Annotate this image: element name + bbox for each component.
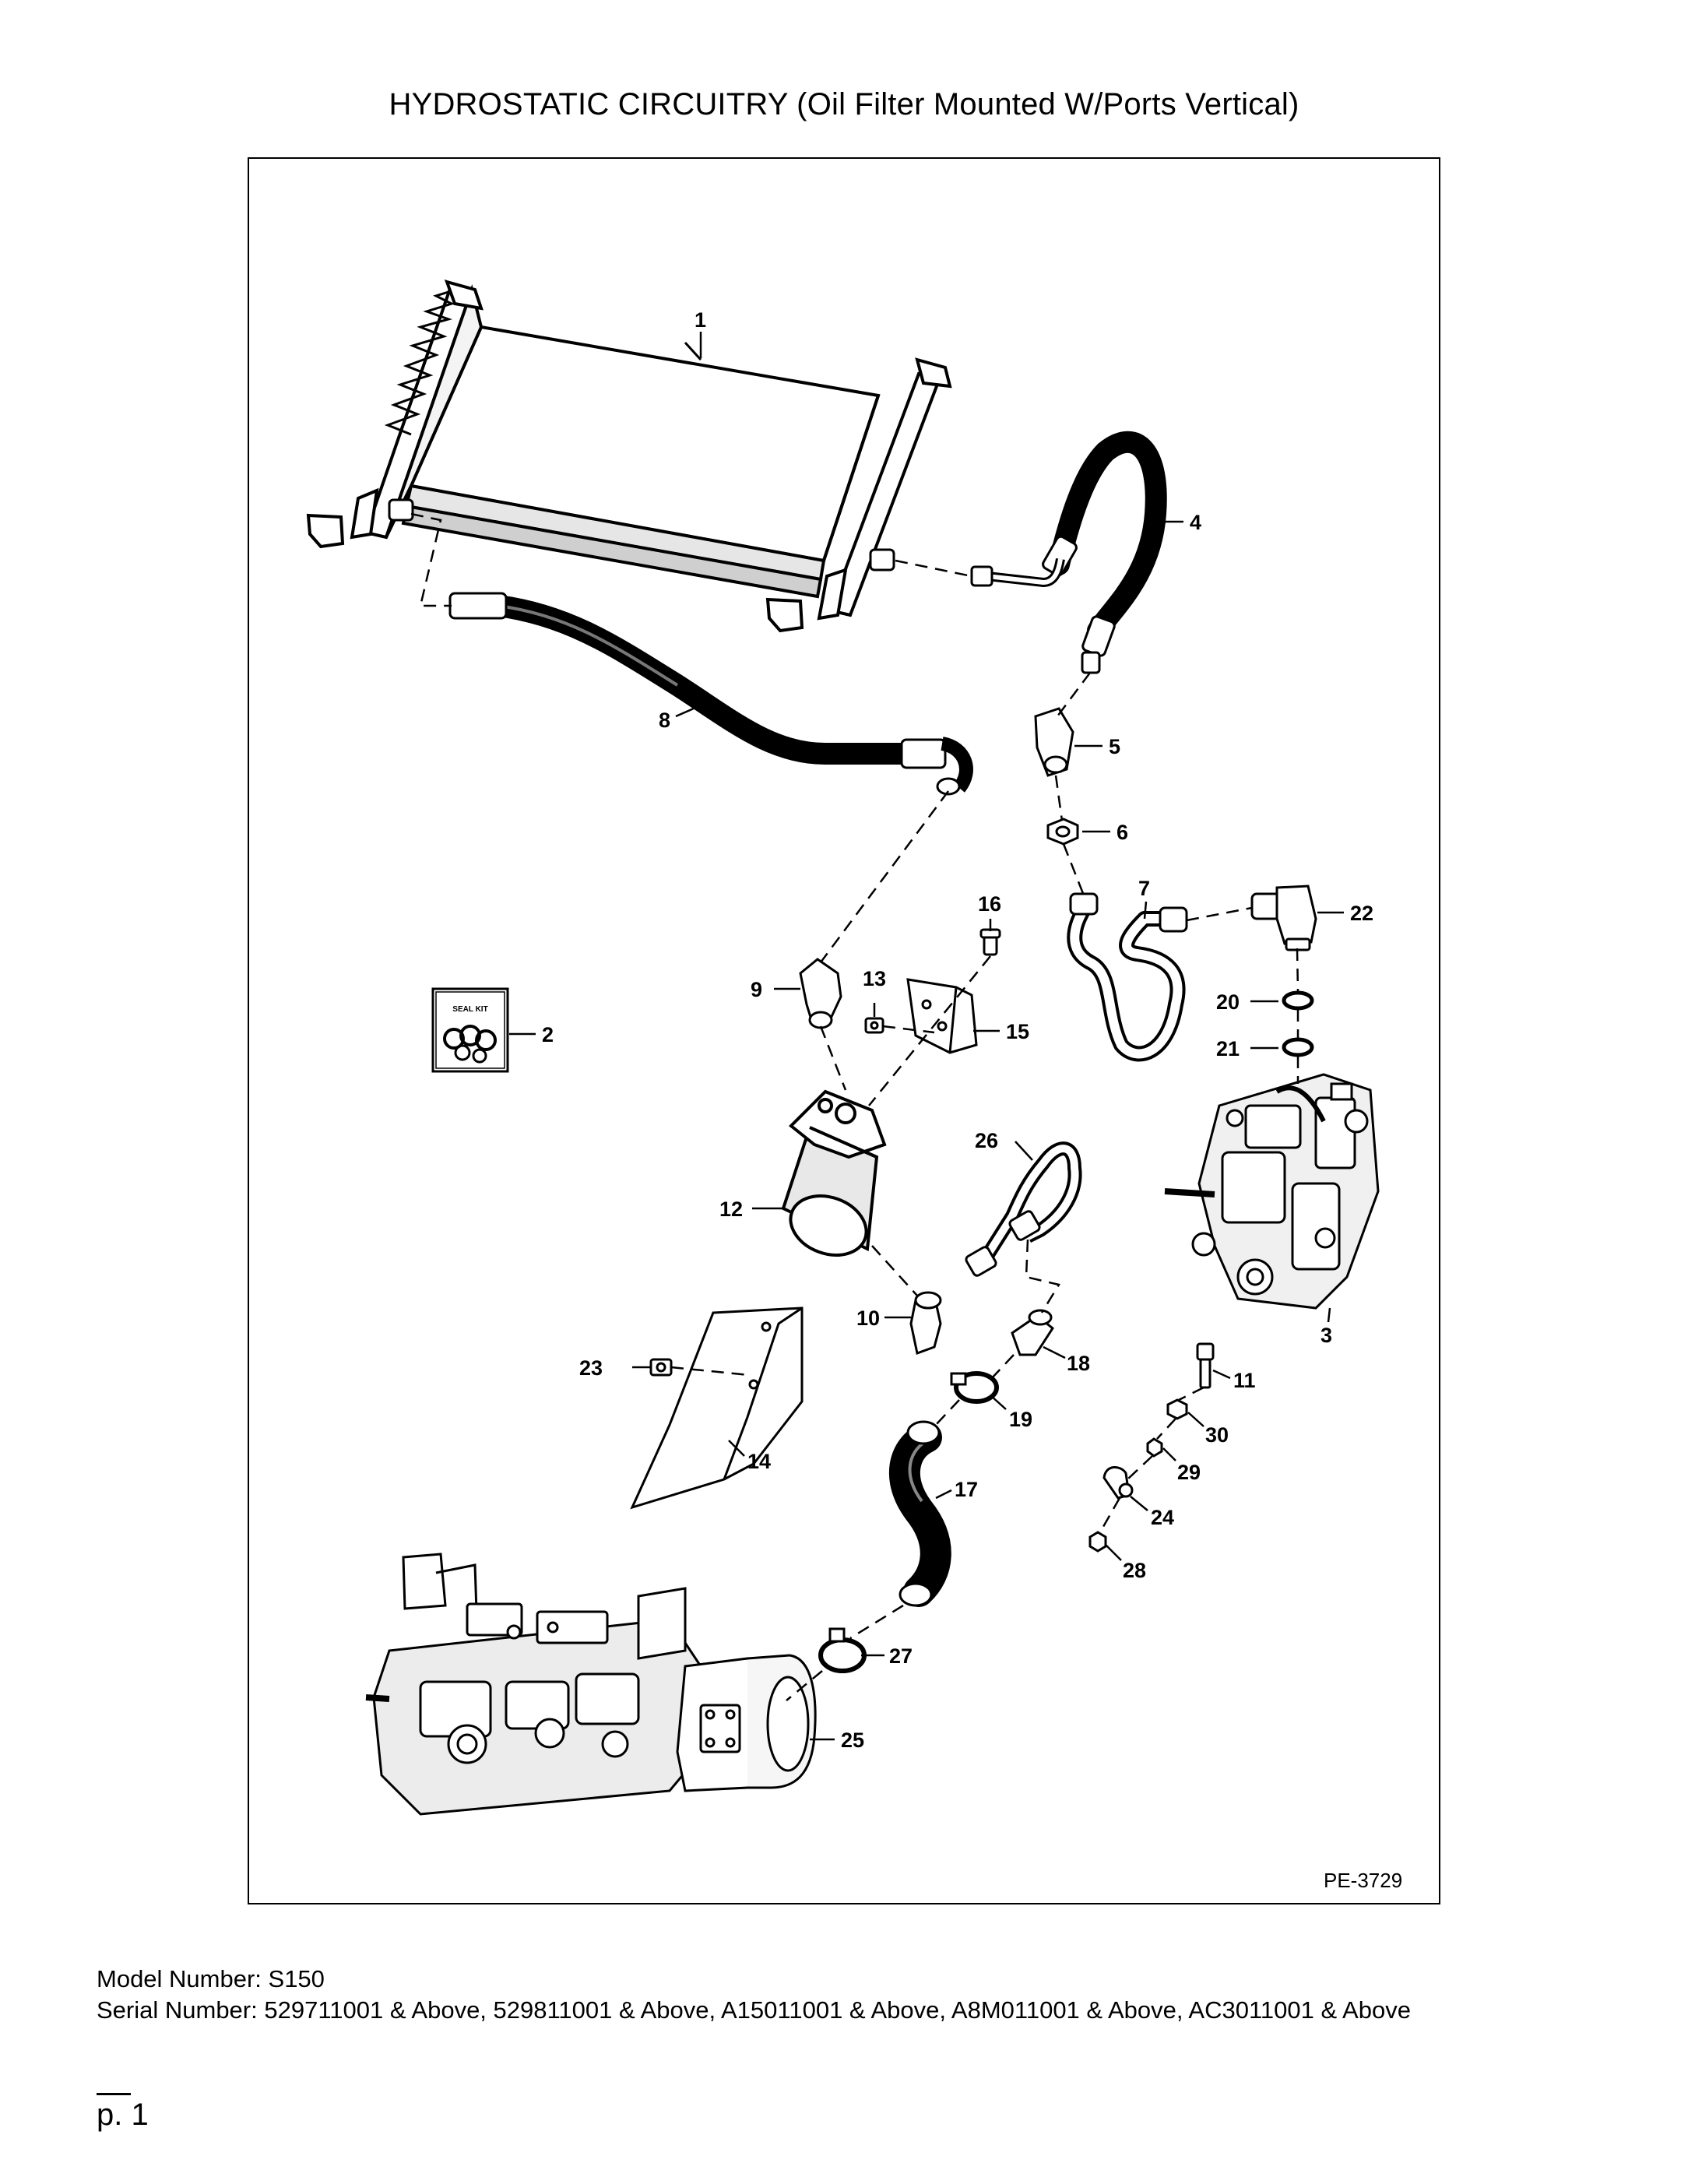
callout-19: 19 xyxy=(1009,1408,1032,1431)
callout-2: 2 xyxy=(542,1023,554,1046)
callout-25: 25 xyxy=(841,1729,864,1752)
callout-13: 13 xyxy=(863,967,886,990)
bolt-11 xyxy=(1196,1342,1215,1389)
nut-28 xyxy=(1088,1531,1107,1553)
callout-7: 7 xyxy=(1138,877,1150,900)
callout-3: 3 xyxy=(1321,1324,1332,1347)
callout-5: 5 xyxy=(1109,735,1120,758)
hydrostatic-pump-25 xyxy=(365,1553,817,1816)
figure-frame xyxy=(248,157,1440,1904)
callout-16: 16 xyxy=(978,892,1001,916)
callout-28: 28 xyxy=(1123,1559,1146,1582)
oil-cooler xyxy=(306,280,952,633)
callout-numbers: 1 2 3 4 5 6 7 8 9 10 11 12 13 14 15 16 1… xyxy=(542,308,1373,1752)
elbow-fitting-9 xyxy=(799,958,842,1029)
callout-24: 24 xyxy=(1151,1506,1174,1529)
callout-11: 11 xyxy=(1233,1369,1256,1392)
bolt-23 xyxy=(649,1358,673,1377)
o-ring-21 xyxy=(1282,1037,1314,1057)
bolt-16 xyxy=(979,928,1001,956)
nut-6 xyxy=(1046,818,1079,846)
page-title: HYDROSTATIC CIRCUITRY (Oil Filter Mounte… xyxy=(389,87,1299,121)
callout-6: 6 xyxy=(1117,821,1128,844)
dashed-connector-lines xyxy=(410,512,1299,1701)
elbow-fitting-10 xyxy=(909,1291,942,1356)
hose-17 xyxy=(888,1420,951,1607)
hose-clamp-27 xyxy=(818,1627,867,1673)
seal-kit-2: SEAL KIT xyxy=(431,987,509,1073)
hose-4 xyxy=(970,431,1167,674)
callout-18: 18 xyxy=(1067,1352,1090,1375)
callout-21: 21 xyxy=(1216,1037,1240,1060)
o-ring-20 xyxy=(1282,990,1314,1011)
callout-27: 27 xyxy=(889,1644,913,1668)
callout-17: 17 xyxy=(955,1478,978,1501)
washer-29 xyxy=(1146,1437,1163,1458)
callout-9: 9 xyxy=(751,978,762,1001)
fitting-18 xyxy=(1011,1309,1054,1356)
callout-20: 20 xyxy=(1216,990,1240,1014)
callout-8: 8 xyxy=(659,709,670,732)
oil-filter-12 xyxy=(781,1089,887,1257)
callout-26: 26 xyxy=(975,1129,998,1152)
model-number: Model Number: S150 xyxy=(97,1965,325,1992)
callout-10: 10 xyxy=(856,1307,880,1330)
bolt-13 xyxy=(864,1017,884,1034)
tube-26 xyxy=(965,1141,1082,1277)
elbow-fitting-5 xyxy=(1034,707,1074,777)
hose-8 xyxy=(448,592,973,796)
callout-22: 22 xyxy=(1350,902,1373,925)
page-number: p. 1 xyxy=(97,2098,149,2132)
page-number-rule xyxy=(97,2093,131,2095)
elbow-fitting-22 xyxy=(1250,885,1317,951)
callout-4: 4 xyxy=(1190,511,1201,534)
callout-12: 12 xyxy=(719,1198,743,1221)
cooler-port-fittings xyxy=(388,498,895,571)
leader-lines xyxy=(509,332,1344,1741)
callout-23: 23 xyxy=(579,1356,603,1380)
callout-15: 15 xyxy=(1006,1020,1029,1043)
hose-clamp-19 xyxy=(950,1371,999,1404)
callout-30: 30 xyxy=(1205,1423,1229,1447)
callout-29: 29 xyxy=(1177,1461,1201,1484)
valve-block-3 xyxy=(1164,1073,1380,1310)
callout-1: 1 xyxy=(695,308,706,332)
seal-kit-label: SEAL KIT xyxy=(452,1005,487,1014)
figure-id: PE-3729 xyxy=(1324,1869,1403,1892)
tube-7 xyxy=(1067,892,1188,1062)
nut-30 xyxy=(1166,1398,1188,1420)
shield-14 xyxy=(630,1307,804,1510)
serial-number: Serial Number: 529711001 & Above, 529811… xyxy=(97,1996,1411,2024)
filter-bracket-15 xyxy=(906,978,978,1054)
clip-24 xyxy=(1102,1466,1134,1500)
callout-14: 14 xyxy=(747,1450,771,1473)
